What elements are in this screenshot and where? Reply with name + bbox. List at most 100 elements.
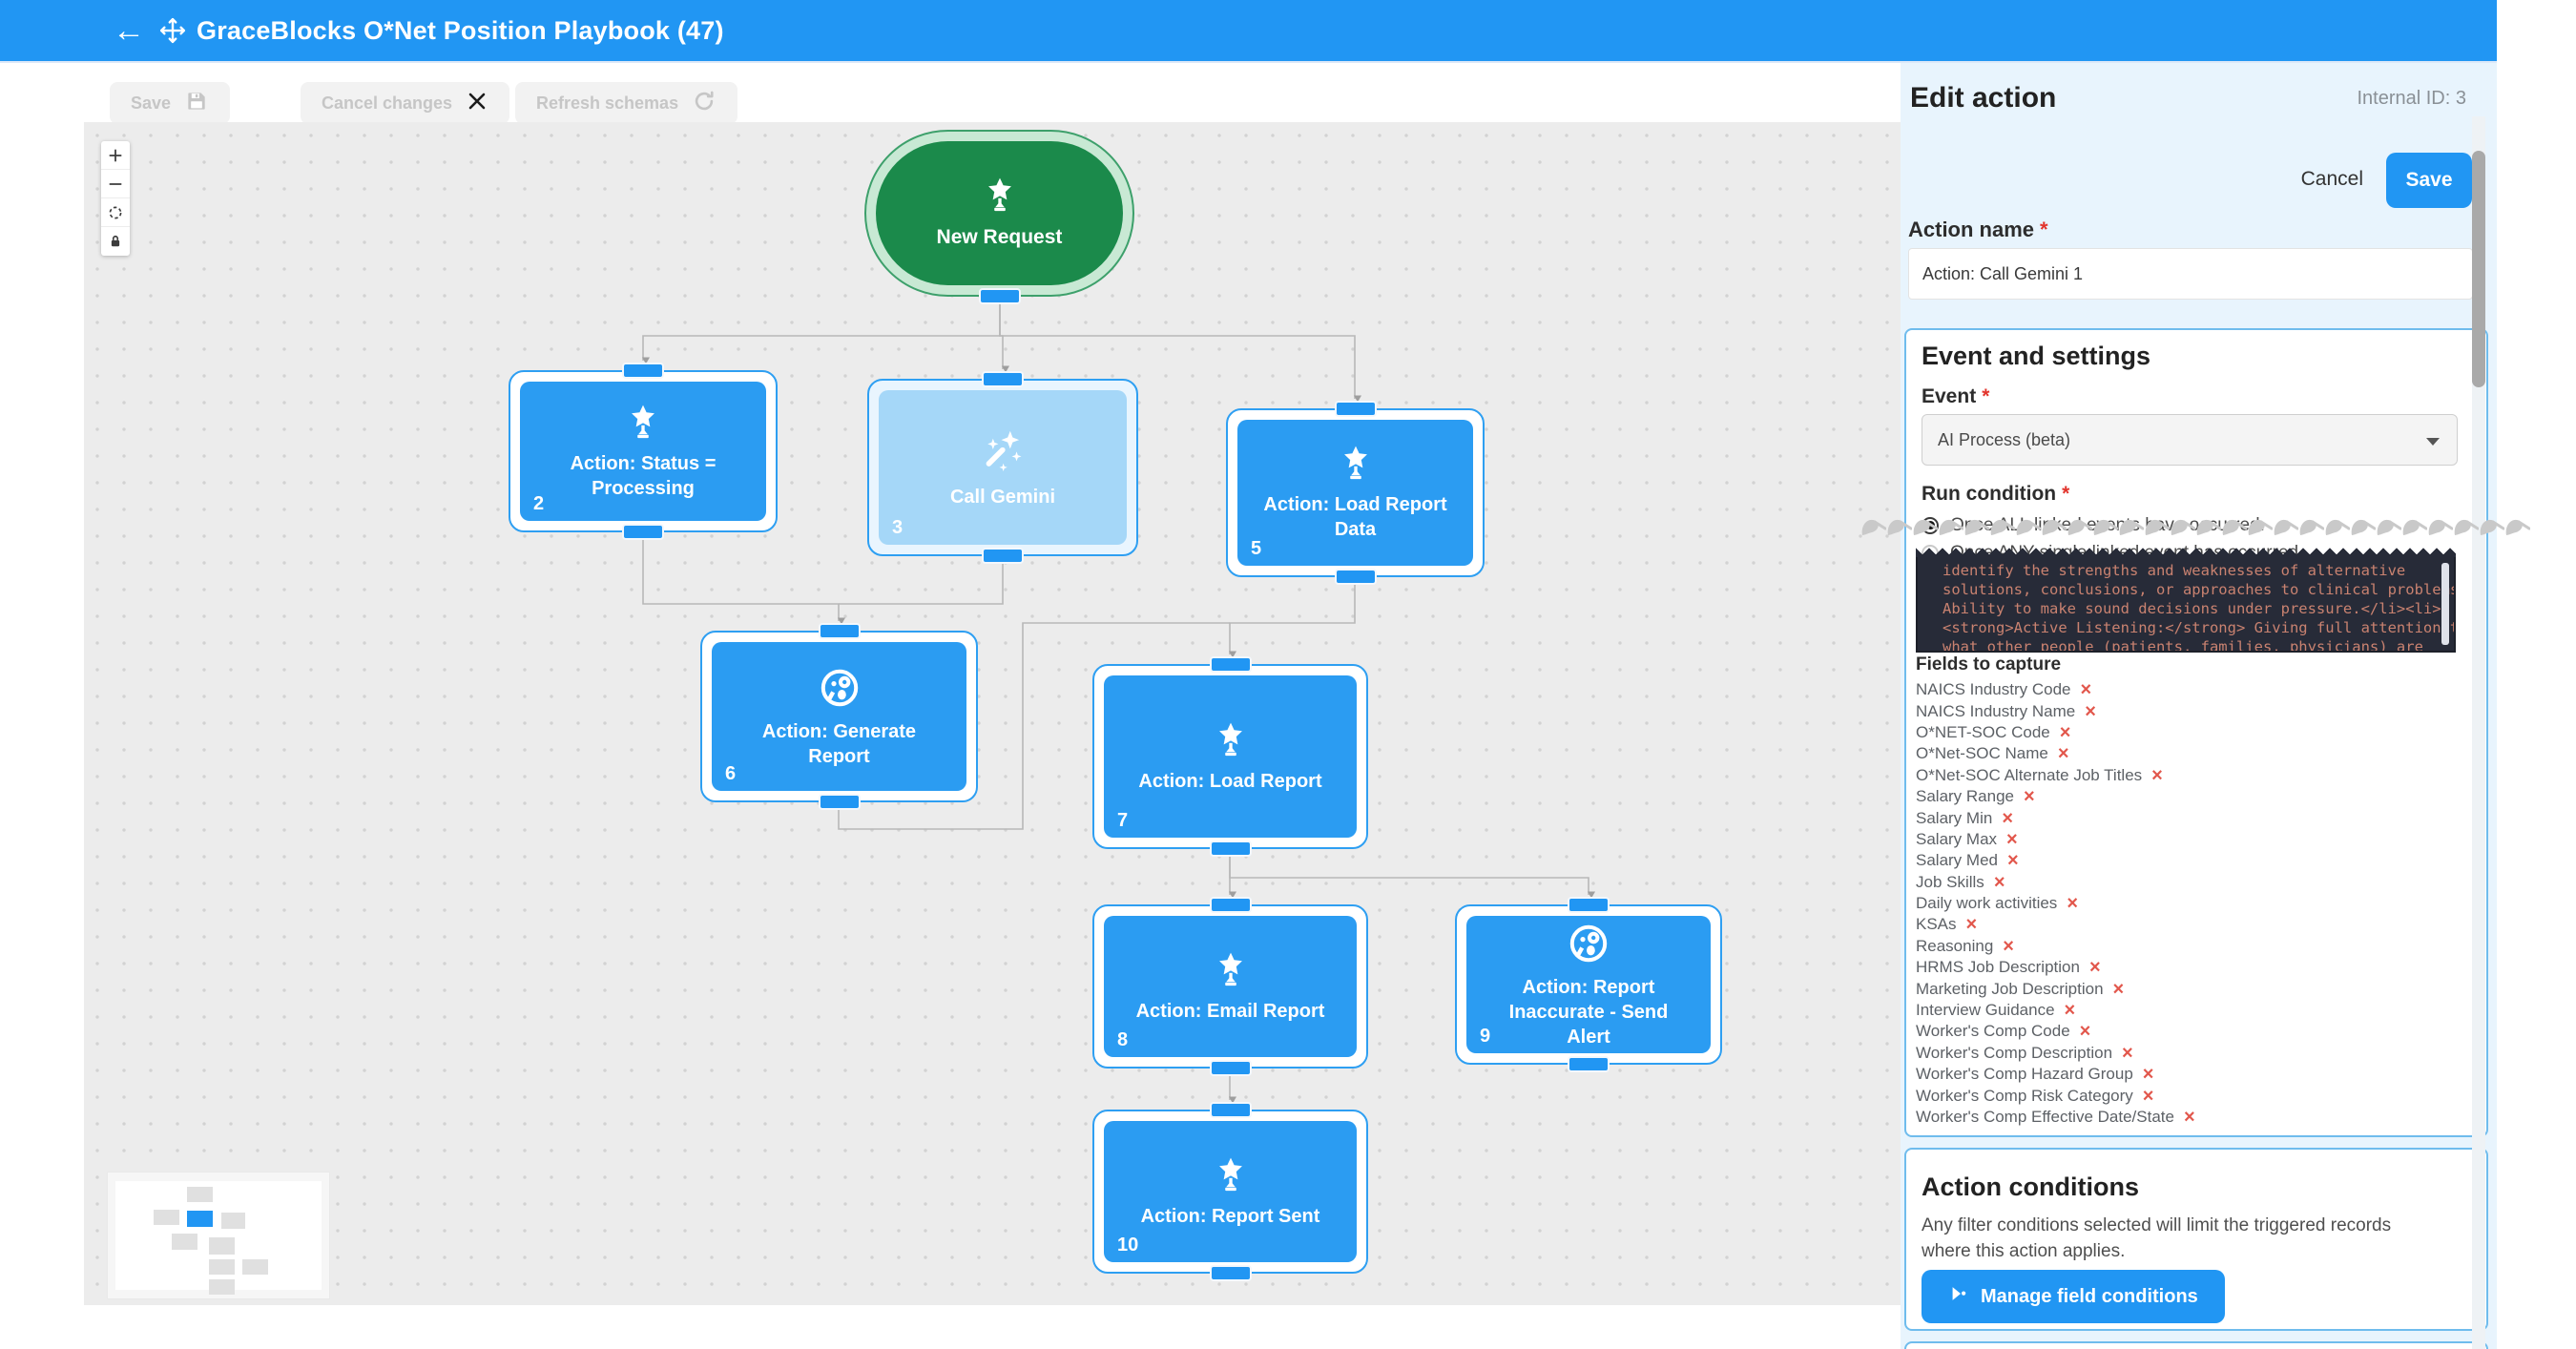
fit-view-button[interactable] [101, 198, 130, 227]
action-name-input[interactable] [1908, 248, 2473, 300]
remove-field-icon[interactable]: × [2122, 1042, 2133, 1064]
panel-cancel-button[interactable]: Cancel [2300, 168, 2363, 190]
trophy-star-icon [1211, 720, 1251, 765]
back-arrow-icon[interactable]: ← [113, 12, 145, 49]
remove-field-icon[interactable]: × [2088, 957, 2101, 979]
internal-id-label: Internal ID: 3 [2357, 88, 2466, 109]
zoom-in-button[interactable] [101, 141, 130, 170]
node-body[interactable]: New Request [876, 141, 1123, 285]
remove-field-icon[interactable]: × [2006, 828, 2018, 850]
remove-field-icon[interactable]: × [2024, 786, 2035, 808]
node-label: New Request [936, 226, 1063, 249]
node-number: 10 [1117, 1235, 1139, 1256]
app-header: ← GraceBlocks O*Net Position Playbook (4… [0, 0, 2497, 63]
save-schema-button[interactable]: Save [110, 82, 231, 124]
action-conditions-description: Any filter conditions selected will limi… [1922, 1215, 2392, 1261]
remove-field-icon[interactable]: × [2183, 1107, 2195, 1128]
node-handle-top[interactable] [1209, 897, 1252, 913]
lock-button[interactable] [101, 227, 130, 256]
refresh-schemas-button[interactable]: Refresh schemas [515, 82, 738, 124]
run-condition-label: Run condition* [1922, 483, 2069, 506]
code-line: solutions, conclusions, or approaches to… [1942, 581, 2456, 598]
node-handle-top[interactable] [1334, 401, 1377, 417]
run-condition-label-text: Run condition [1922, 483, 2057, 505]
prompt-code-editor[interactable]: identify the strengths and weaknesses of… [1916, 546, 2456, 653]
remove-field-icon[interactable]: × [2003, 935, 2014, 957]
node-handle-top[interactable] [818, 623, 861, 639]
remove-field-icon[interactable]: × [2142, 1064, 2154, 1086]
node-handle-bottom[interactable] [978, 288, 1021, 304]
event-dropdown[interactable]: AI Process (beta) [1922, 414, 2458, 466]
minimap-node [208, 1259, 235, 1276]
flow-node-n1[interactable]: New Request [864, 130, 1134, 304]
node-handle-top[interactable] [1209, 656, 1252, 673]
node-handle-bottom[interactable] [982, 548, 1024, 564]
remove-field-icon[interactable]: × [1993, 871, 2005, 893]
remove-field-icon[interactable]: × [2006, 850, 2019, 872]
remove-field-icon[interactable]: × [2002, 807, 2013, 829]
capture-field-row: Worker's Comp Code× [1916, 1021, 2195, 1042]
action-name-label: Action name* [1908, 218, 2048, 242]
remove-field-icon[interactable]: × [2151, 764, 2163, 786]
minimap[interactable] [107, 1172, 330, 1299]
node-number: 9 [1480, 1026, 1491, 1047]
capture-field-row: NAICS Industry Code× [1916, 679, 2195, 700]
manage-field-conditions-button[interactable]: Manage field conditions [1922, 1270, 2225, 1323]
remove-field-icon[interactable]: × [2080, 679, 2092, 701]
event-settings-card: Event and settings Event* AI Process (be… [1904, 328, 2488, 1137]
node-handle-top[interactable] [982, 371, 1024, 387]
node-handle-bottom[interactable] [1209, 841, 1252, 857]
radio-button[interactable] [1922, 516, 1939, 534]
cancel-changes-button[interactable]: Cancel changes [301, 82, 510, 124]
panel-scrollbar-thumb[interactable] [2472, 151, 2485, 387]
node-handle-top[interactable] [1209, 1102, 1252, 1118]
remove-field-icon[interactable]: × [2112, 978, 2125, 1000]
node-handle-top[interactable] [622, 363, 664, 379]
node-handle-top[interactable] [1568, 897, 1610, 913]
remove-field-icon[interactable]: × [2079, 1021, 2091, 1043]
node-handle-bottom[interactable] [622, 524, 664, 540]
run-condition-option-0[interactable]: Once ALL linked events have occurred. [1922, 511, 2303, 539]
prompt-code-box[interactable]: identify the strengths and weaknesses of… [1916, 557, 2456, 653]
capture-field-row: O*NET-SOC Code× [1916, 722, 2195, 743]
remove-field-icon[interactable]: × [2064, 1000, 2076, 1022]
arrows-move-icon [158, 16, 187, 45]
remove-field-icon[interactable]: × [2142, 1085, 2154, 1107]
node-handle-bottom[interactable] [1209, 1265, 1252, 1281]
capture-field-row: Job Skills× [1916, 872, 2195, 893]
code-scrollbar[interactable] [2441, 563, 2449, 645]
node-handle-bottom[interactable] [1209, 1060, 1252, 1076]
remove-field-icon[interactable]: × [2059, 721, 2071, 743]
node-handle-bottom[interactable] [1334, 569, 1377, 585]
panel-save-button[interactable]: Save [2386, 153, 2472, 208]
node-handle-bottom[interactable] [818, 794, 861, 810]
remove-field-icon[interactable]: × [1965, 914, 1978, 936]
remove-field-icon[interactable]: × [2057, 743, 2069, 765]
node-handle-bottom[interactable] [1568, 1056, 1610, 1072]
capture-field-label: Worker's Comp Effective Date/State [1916, 1108, 2174, 1126]
panel-scrollbar-track[interactable] [2472, 116, 2485, 1349]
remove-field-icon[interactable]: × [2085, 700, 2096, 722]
trophy-star-icon [980, 176, 1020, 220]
capture-field-label: Salary Med [1916, 851, 1998, 870]
filter-funnel-icon [1948, 1283, 1969, 1310]
zoom-out-button[interactable] [101, 170, 130, 198]
remove-field-icon[interactable]: × [2067, 893, 2078, 915]
